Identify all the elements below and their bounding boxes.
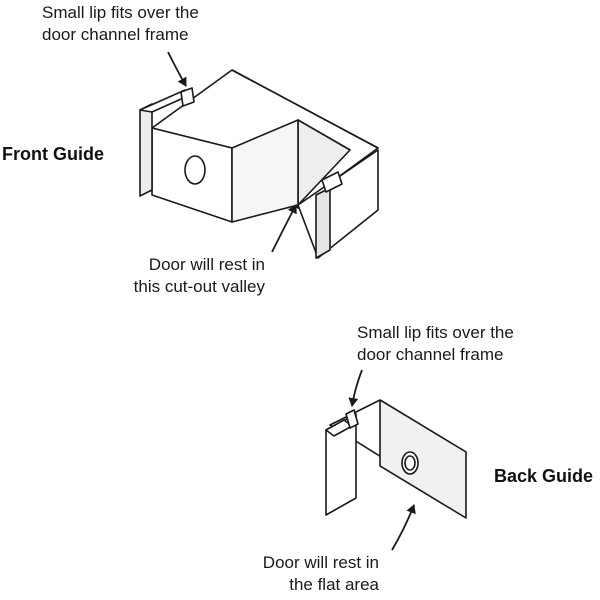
front-rest-callout: Door will rest in this cut-out valley [118, 254, 265, 298]
front-guide-part [139, 69, 379, 259]
front-lip-callout: Small lip fits over the door channel fra… [42, 2, 199, 46]
front-rest-line-1: Door will rest in [148, 255, 265, 274]
back-rest-line-2: the flat area [289, 575, 379, 594]
front-lip-line-2: door channel frame [42, 25, 189, 44]
front-lip-arrow [167, 51, 187, 87]
front-rest-line-2: this cut-out valley [133, 277, 265, 296]
back-guide-part [325, 399, 467, 519]
back-rest-line-1: Door will rest in [262, 553, 379, 572]
back-rest-callout: Door will rest in the flat area [232, 552, 379, 596]
back-flat-arrow [391, 504, 416, 551]
back-lip-line-1: Small lip fits over the [357, 323, 514, 342]
front-lip-line-1: Small lip fits over the [42, 3, 199, 22]
back-lip-arrow [348, 369, 363, 407]
back-lip-line-2: door channel frame [357, 345, 504, 364]
back-guide-title: Back Guide [494, 466, 594, 486]
back-lip-callout: Small lip fits over the door channel fra… [357, 322, 514, 366]
callout-arrows [167, 51, 416, 551]
front-guide-title: Front Guide [2, 144, 104, 164]
front-valley-arrow [271, 204, 297, 253]
